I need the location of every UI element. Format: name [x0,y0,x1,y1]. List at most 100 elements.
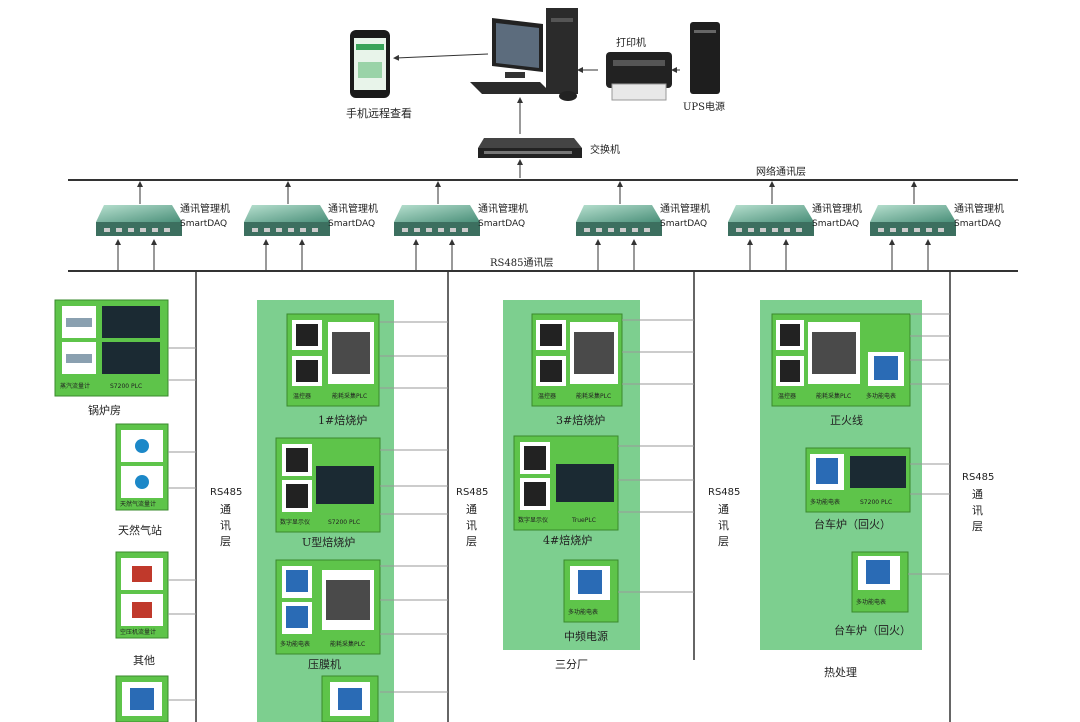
svg-text:数字显示仪: 数字显示仪 [518,516,548,524]
phone-device [350,30,390,98]
svg-text:S7200 PLC: S7200 PLC [860,499,892,506]
meter-icon [286,606,308,628]
controller-icon [286,484,308,508]
ups-device [690,22,720,94]
meter-icon [874,356,898,380]
gateway-label-line2: SmartDAQ [478,219,525,229]
svg-text:能耗采集PLC: 能耗采集PLC [332,392,367,400]
gateway-label-line2: SmartDAQ [660,219,707,229]
car-furnace1-box: 多功能电表 S7200 PLC [805,447,911,513]
plc-icon [316,466,374,504]
controller-icon [540,324,562,346]
meter-icon [286,570,308,592]
mf-power-label: 中频电源 [564,629,608,643]
column2-bottom-box [321,675,379,722]
controller-icon [780,360,800,382]
network-layer-label: 网络通讯层 [756,165,806,178]
svg-text:温控器: 温控器 [538,392,556,400]
heat-treatment-label: 热处理 [824,666,857,679]
top-connectors [393,53,680,178]
gateway-label-line1: 通讯管理机 [812,202,862,215]
car-furnace1-label: 台车炉（回火） [814,517,891,531]
normalize-line-box: 温控器 能耗采集PLC 多功能电表 [771,313,911,407]
svg-text:讯: 讯 [972,504,983,517]
svg-text:温控器: 温控器 [778,392,796,400]
left-bottom-box [115,675,169,722]
controller-icon [524,446,546,470]
svg-text:数字显示仪: 数字显示仪 [280,518,310,526]
phone-label: 手机远程查看 [346,106,412,120]
svg-text:层: 层 [718,535,729,548]
meter-icon [130,688,154,710]
furnace-u-label: U型焙烧炉 [302,535,355,549]
svg-text:RS485: RS485 [708,487,740,498]
gateway-label-line1: 通讯管理机 [660,202,710,215]
furnace4-label: 4#焙烧炉 [543,533,592,547]
controller-icon [286,448,308,472]
rs485-layer-label: RS485通讯层 [490,257,553,269]
gateway-label-line1: 通讯管理机 [478,202,528,215]
flowmeter-icon [135,475,149,489]
plc-icon [850,456,906,488]
svg-text:RS485: RS485 [210,487,242,498]
svg-text:通: 通 [466,503,477,516]
svg-text:多功能电表: 多功能电表 [810,498,840,506]
flowmeter-icon [132,602,152,618]
ups-label: UPS电源 [683,100,725,113]
vertical-bus-label-1: RS485 通 讯 层 [210,487,242,548]
switch-label: 交换机 [590,143,620,156]
printer-label: 打印机 [616,36,646,49]
normalize-line-label: 正火线 [830,413,863,427]
svg-text:讯: 讯 [466,519,477,532]
other-box: 空压机流量计 [115,551,169,639]
svg-text:能耗采集PLC: 能耗采集PLC [816,392,851,400]
meter-icon [578,570,602,594]
controller-icon [524,482,546,506]
plant3-label: 三分厂 [555,658,588,671]
furnace1-label: 1#焙烧炉 [318,413,367,427]
plc-icon [812,332,856,374]
controller-icon [540,360,562,382]
svg-text:能耗采集PLC: 能耗采集PLC [576,392,611,400]
desktop-computer [470,8,578,101]
svg-text:S7200 PLC: S7200 PLC [328,519,360,526]
meter-icon [816,458,838,484]
column2-connectors [380,321,448,693]
gateway-device: 通讯管理机 SmartDAQ [394,181,528,270]
svg-text:RS485: RS485 [962,472,994,483]
boiler-room-label: 锅炉房 [88,404,121,417]
furnace-u-box: 数字显示仪 S7200 PLC [275,437,381,533]
vertical-buses [195,271,951,722]
vertical-bus-label-2: RS485 通 讯 层 [456,487,488,548]
svg-text:RS485: RS485 [456,487,488,498]
plc-icon [326,580,370,620]
column4-connectors [908,313,950,575]
flowmeter-icon [66,354,92,363]
controller-icon [780,324,800,346]
gateway-device: 通讯管理机 SmartDAQ [728,181,862,270]
svg-text:通: 通 [718,503,729,516]
gateway-device: 通讯管理机 SmartDAQ [576,181,710,270]
meter-icon [338,688,362,710]
gateway-label-line2: SmartDAQ [954,219,1001,229]
flowmeter-icon [132,566,152,582]
gas-station-label: 天然气站 [118,523,162,537]
plc-icon [102,306,160,338]
other-label: 其他 [133,654,155,667]
column3-connectors [618,319,694,593]
vertical-bus-label-4: RS485 通 讯 层 [962,472,994,533]
svg-text:层: 层 [972,520,983,533]
furnace1-box: 温控器 能耗采集PLC [286,313,380,407]
gateway-label-line2: SmartDAQ [812,219,859,229]
svg-text:讯: 讯 [220,519,231,532]
column1-connectors [168,347,196,701]
svg-text:多功能电表: 多功能电表 [856,598,886,606]
gateway-row: 通讯管理机SmartDAQ通讯管理机SmartDAQ通讯管理机SmartDAQ通… [96,181,1004,270]
gas-station-box: 天然气流量计 [115,423,169,511]
svg-text:讯: 讯 [718,519,729,532]
furnace3-box: 温控器 能耗采集PLC [531,313,623,407]
